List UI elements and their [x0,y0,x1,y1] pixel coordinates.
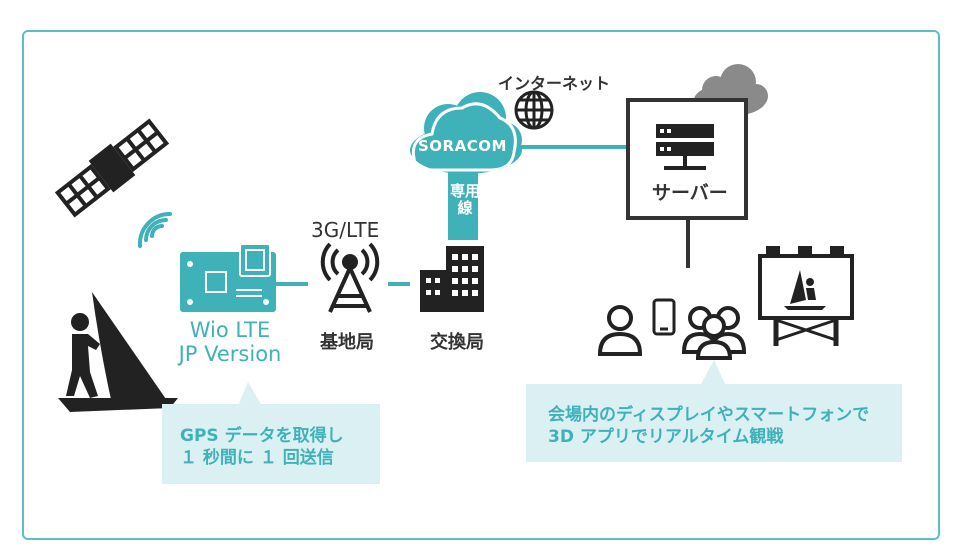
base-station-label: 基地局 [320,332,374,353]
soracom-label: SORACOM [418,137,507,155]
server-icon [656,124,714,170]
gps-callout-text: GPS データを取得し １ 秒間に １ 回送信 [180,425,344,469]
viewing-callout-line1: 会場内のディスプレイやスマートフォンで [548,405,870,425]
gps-callout-tail [238,382,262,406]
building-icon [420,246,484,312]
billboard-icon [758,246,854,346]
diagram-frame [22,30,940,540]
group-icon [681,306,747,360]
satellite-icon [54,118,170,218]
connection-lines [276,145,628,286]
gps-callout-line2: １ 秒間に １ 回送信 [180,448,334,468]
device-name-line1: Wio LTE [189,318,271,342]
exchange-label: 交換局 [430,332,484,353]
device-label: Wio LTE JP Version [160,318,300,366]
smartphone-icon [652,298,676,336]
gps-callout [162,404,380,484]
globe-icon [514,90,554,130]
antenna-tower-icon [320,242,380,313]
viewing-callout-text: 会場内のディスプレイやスマートフォンで 3D アプリでリアルタイム観戦 [548,404,869,448]
board-icon [180,243,276,312]
device-name-line2: JP Version [178,342,282,366]
gps-callout-line1: GPS データを取得し [180,426,344,446]
viewing-callout-line2: 3D アプリでリアルタイム観戦 [548,427,784,447]
windsurfer-icon [58,292,178,412]
person-icon [597,305,643,356]
viewing-callout-tail [700,360,726,386]
cloud-icon [410,92,522,174]
dedicated-line-label: 専用線 [450,182,481,217]
lte-label: 3G/LTE [311,218,380,242]
dedicated-line-bar [448,170,478,240]
wifi-signal-icon [137,211,172,248]
viewing-callout [526,384,902,462]
internet-label: インターネット [498,74,611,93]
server-label: サーバー [652,182,728,204]
